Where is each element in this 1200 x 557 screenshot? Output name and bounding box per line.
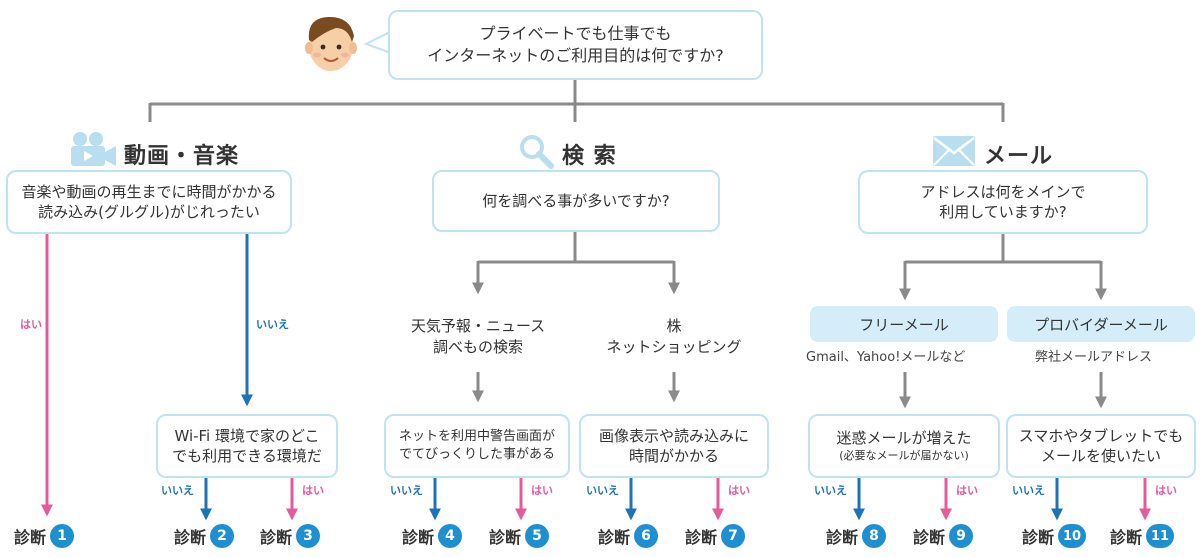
spam-yes-label: はい <box>956 484 978 497</box>
diagnosis-number-badge: 2 <box>210 524 235 548</box>
warning-question-line2: でてびっくりした事がある <box>398 447 555 462</box>
category-search: 検 索 <box>562 144 617 169</box>
diagnosis-label: 診断 <box>14 528 47 547</box>
spam-question-line2: (必要なメールが届かない) <box>839 448 969 462</box>
image-question-line1: 画像表示や読み込みに <box>598 426 749 445</box>
envelope-icon <box>933 136 975 166</box>
warning-no-label: いいえ <box>390 484 423 497</box>
phone-no-label: いいえ <box>1012 484 1045 497</box>
video-question-line1: 音楽や動画の再生までに時間がかかる <box>21 182 277 201</box>
diagnosis-10[interactable]: 診断 10 <box>1022 524 1087 548</box>
search-right-line1: 株 <box>666 317 682 335</box>
provider-mail-pill: プロバイダーメール <box>1007 306 1195 342</box>
diagnosis-2[interactable]: 診断 2 <box>174 524 235 548</box>
diagnosis-number-badge: 5 <box>525 524 550 548</box>
diagnosis-number-badge: 11 <box>1146 524 1175 548</box>
person-face-icon <box>305 16 357 71</box>
category-video-music: 動画・音楽 <box>124 144 240 169</box>
diagnosis-label: 診断 <box>1022 528 1055 547</box>
video-yes-label: はい <box>20 318 42 331</box>
warning-question-line1: ネットを利用中警告画面が <box>398 429 555 445</box>
magnifier-icon <box>520 135 554 169</box>
diagnosis-number-badge: 9 <box>949 524 974 548</box>
warning-question: ネットを利用中警告画面が でてびっくりした事がある <box>384 414 570 478</box>
diagnosis-label: 診断 <box>402 528 435 547</box>
diagnosis-9[interactable]: 診断 9 <box>913 524 974 548</box>
video-question: 音楽や動画の再生までに時間がかかる 読み込み(グルグル)がじれったい <box>6 170 292 234</box>
diagnosis-label: 診断 <box>598 528 631 547</box>
spam-question-line1: 迷惑メールが増えた <box>836 429 972 448</box>
search-left-line2: 調べもの検索 <box>432 338 523 356</box>
mail-question-line1: アドレスは何をメインで <box>920 182 1086 201</box>
search-left-option: 天気予報・ニュース 調べもの検索 <box>388 316 568 358</box>
diagnosis-1[interactable]: 診断 1 <box>14 524 75 548</box>
diagnosis-label: 診断 <box>260 528 293 547</box>
speech-bubble-tail <box>363 29 395 55</box>
diagnosis-4[interactable]: 診断 4 <box>402 524 463 548</box>
top-question: プライベートでも仕事でも インターネットのご利用目的は何ですか? <box>388 10 763 80</box>
search-question-text: 何を調べる事が多いですか? <box>482 191 670 210</box>
diagnosis-label: 診断 <box>913 528 946 547</box>
diagnosis-number-badge: 8 <box>862 524 887 548</box>
free-mail-pill: フリーメール <box>810 306 998 342</box>
category-mail: メール <box>984 144 1054 169</box>
search-right-line2: ネットショッピング <box>606 338 742 356</box>
diagnosis-label: 診断 <box>685 528 718 547</box>
search-question: 何を調べる事が多いですか? <box>432 170 720 232</box>
wifi-question-line1: Wi-Fi 環境で家のどこ <box>174 426 320 445</box>
diagnosis-11[interactable]: 診断 11 <box>1110 524 1175 548</box>
provider-mail-note: 弊社メールアドレス <box>1035 350 1153 365</box>
image-question-line2: 時間がかかる <box>628 447 719 465</box>
diagnosis-label: 診断 <box>1110 528 1143 547</box>
top-question-line2: インターネットのご利用目的は何ですか? <box>427 46 724 65</box>
free-mail-note: Gmail、Yahoo!メールなど <box>806 350 966 365</box>
wifi-question: Wi-Fi 環境で家のどこ でも利用できる環境だ <box>156 414 338 478</box>
diagnosis-label: 診断 <box>826 528 859 547</box>
warning-yes-label: はい <box>531 484 553 497</box>
search-right-option: 株 ネットショッピング <box>584 316 764 358</box>
diagnosis-7[interactable]: 診断 7 <box>685 524 746 548</box>
phone-question-line1: スマホやタブレットでも <box>1018 426 1184 445</box>
image-no-label: いいえ <box>586 484 619 497</box>
diagnosis-number-badge: 7 <box>721 524 746 548</box>
wifi-yes-label: はい <box>302 484 324 497</box>
video-camera-icon <box>71 132 116 166</box>
mail-question-line2: 利用していますか? <box>939 203 1067 221</box>
diagnosis-label: 診断 <box>489 528 522 547</box>
diagnosis-number-badge: 10 <box>1058 524 1087 548</box>
phone-question-line2: メールを使いたい <box>1040 447 1161 465</box>
diagnosis-number-badge: 1 <box>50 524 75 548</box>
diagnosis-6[interactable]: 診断 6 <box>598 524 659 548</box>
mail-question: アドレスは何をメインで 利用していますか? <box>858 170 1148 234</box>
video-no-label: いいえ <box>256 318 289 331</box>
diagnosis-5[interactable]: 診断 5 <box>489 524 550 548</box>
diagnosis-8[interactable]: 診断 8 <box>826 524 887 548</box>
diagnosis-3[interactable]: 診断 3 <box>260 524 321 548</box>
phone-question: スマホやタブレットでも メールを使いたい <box>1006 414 1196 478</box>
diagnosis-label: 診断 <box>174 528 207 547</box>
top-question-line1: プライベートでも仕事でも <box>479 24 672 44</box>
wifi-question-line2: でも利用できる環境だ <box>172 447 322 465</box>
diagnosis-number-badge: 4 <box>438 524 463 548</box>
wifi-no-label: いいえ <box>161 484 194 497</box>
image-yes-label: はい <box>728 484 750 497</box>
video-question-line2: 読み込み(グルグル)がじれったい <box>38 203 260 221</box>
search-left-line1: 天気予報・ニュース <box>410 317 546 335</box>
phone-yes-label: はい <box>1155 484 1177 497</box>
image-question: 画像表示や読み込みに 時間がかかる <box>579 414 769 478</box>
spam-question: 迷惑メールが増えた (必要なメールが届かない) <box>808 414 1000 478</box>
spam-no-label: いいえ <box>814 484 847 497</box>
diagnosis-number-badge: 3 <box>296 524 321 548</box>
diagnosis-number-badge: 6 <box>634 524 659 548</box>
